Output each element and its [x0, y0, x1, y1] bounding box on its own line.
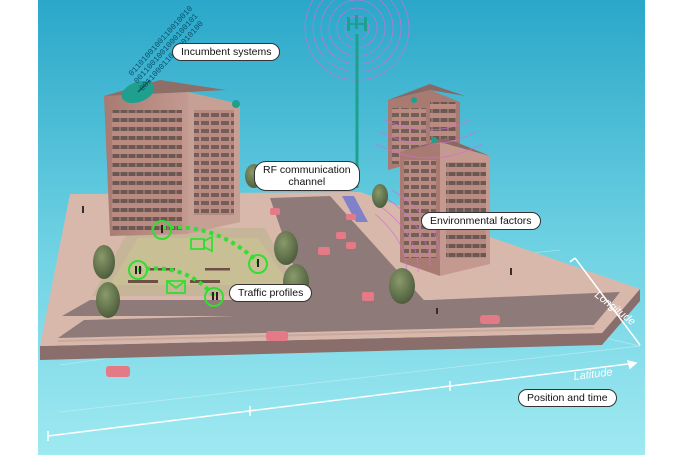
building-sensor [431, 137, 437, 143]
left-margin [0, 0, 38, 455]
callout-position-time: Position and time [518, 389, 617, 407]
rf-tower [304, 0, 410, 188]
incumbent-label: Incumbent systems [181, 46, 272, 58]
traffic-label: Traffic profiles [238, 287, 304, 299]
traffic-node-3 [128, 260, 148, 280]
traffic-node-4 [204, 287, 224, 307]
callout-rf-channel: RF communication channel [254, 161, 360, 191]
position-time-label: Position and time [527, 392, 608, 404]
longitude-axis [569, 257, 641, 346]
right-margin [645, 0, 683, 455]
rooftop-sensor [232, 100, 240, 108]
traffic-profiles [128, 220, 268, 307]
latitude-label: Latitude [573, 366, 613, 383]
callout-traffic-profiles: Traffic profiles [229, 284, 313, 302]
platform-side [40, 289, 640, 360]
email-icon [166, 280, 186, 294]
bus [342, 196, 368, 222]
building-incumbent [104, 80, 240, 236]
callout-environmental-factors: Environmental factors [421, 212, 541, 230]
traffic-node-2 [248, 254, 268, 274]
rf-label-line2: channel [288, 176, 326, 188]
latitude-axis [47, 359, 638, 441]
tower-sensor [411, 97, 417, 103]
road-main [62, 292, 620, 320]
rf-label-line1: RF communication [263, 164, 351, 176]
traffic-node-1 [152, 220, 172, 240]
environmental-label: Environmental factors [430, 215, 532, 227]
satellite-dish-icon [121, 79, 155, 104]
plaza-lawn [110, 238, 290, 285]
callout-incumbent-systems: Incumbent systems [172, 43, 281, 61]
building-environmental [400, 138, 490, 276]
video-call-icon [190, 235, 213, 253]
pedestrians [82, 206, 512, 314]
cars [106, 208, 500, 377]
road-lower-edge [58, 327, 594, 342]
